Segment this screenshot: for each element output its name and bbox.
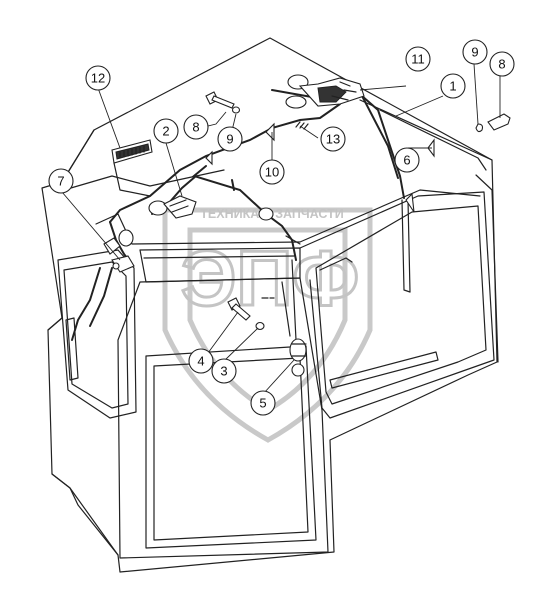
callout-4: 4	[188, 348, 214, 374]
callout-7: 7	[48, 168, 74, 194]
callout-11: 11	[405, 46, 431, 72]
left-connector	[103, 229, 135, 273]
callout-label: 2	[162, 124, 169, 139]
washer-lower	[255, 321, 265, 331]
components	[103, 74, 511, 377]
callout-6: 6	[394, 147, 420, 173]
washer-top	[231, 106, 241, 114]
callout-13: 13	[320, 126, 346, 152]
callout-label: 6	[403, 153, 410, 168]
watermark-letters: ЭПФ	[181, 234, 359, 322]
roof-switch-block	[111, 139, 153, 197]
callout-label: 8	[192, 120, 199, 135]
watermark: ТЕХНИКА И ЗАПЧАСТИ ЭПФ	[162, 207, 373, 443]
callout-12: 12	[85, 65, 111, 91]
callout-label: 13	[326, 132, 340, 147]
callout-label: 5	[259, 396, 266, 411]
callout-5: 5	[250, 390, 276, 416]
roof-lamp-unit	[285, 74, 365, 109]
callout-2: 2	[153, 118, 179, 144]
callout-label: 12	[91, 71, 105, 86]
washer-right	[475, 123, 484, 133]
callout-label: 10	[265, 165, 279, 180]
callout-9-top: 9	[217, 126, 243, 152]
interior-lamp	[289, 338, 307, 377]
callout-label: 9	[226, 132, 233, 147]
bolt-right	[487, 113, 511, 131]
callout-10: 10	[259, 159, 285, 185]
callout-label: 1	[449, 79, 456, 94]
callout-label: 11	[411, 52, 425, 67]
callout-label: 8	[498, 57, 505, 72]
callout-8-right: 8	[489, 51, 515, 77]
connector-mid	[258, 207, 274, 221]
leader-lines	[61, 63, 501, 394]
bolt-top	[205, 91, 235, 109]
bolt-lower	[227, 297, 251, 321]
callout-1: 1	[440, 73, 466, 99]
callout-8-top: 8	[183, 114, 209, 140]
callout-3: 3	[211, 358, 237, 384]
connector-cluster	[148, 195, 197, 219]
callout-9-right: 9	[462, 39, 488, 65]
callout-label: 4	[197, 354, 204, 369]
callout-label: 9	[471, 45, 478, 60]
callout-label: 7	[57, 174, 64, 189]
cab-body	[41, 37, 499, 573]
callout-label: 3	[220, 364, 227, 379]
